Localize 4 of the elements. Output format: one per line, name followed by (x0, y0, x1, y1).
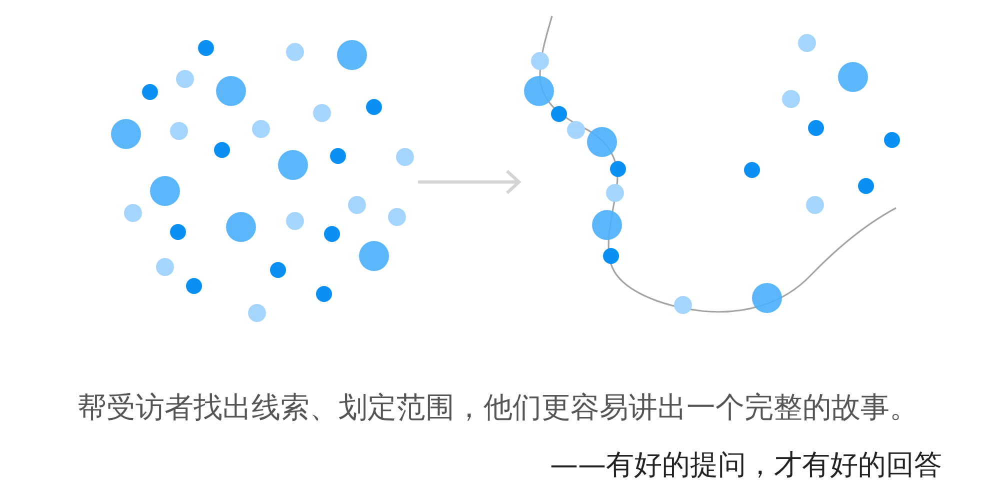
quote-text: ——有好的提问，才有好的回答 (550, 449, 942, 482)
scattered-dots-illustration (108, 38, 416, 324)
arrow (418, 169, 521, 195)
caption-text: 帮受访者找出线索、划定范围，他们更容易讲出一个完整的故事。 (78, 391, 918, 424)
